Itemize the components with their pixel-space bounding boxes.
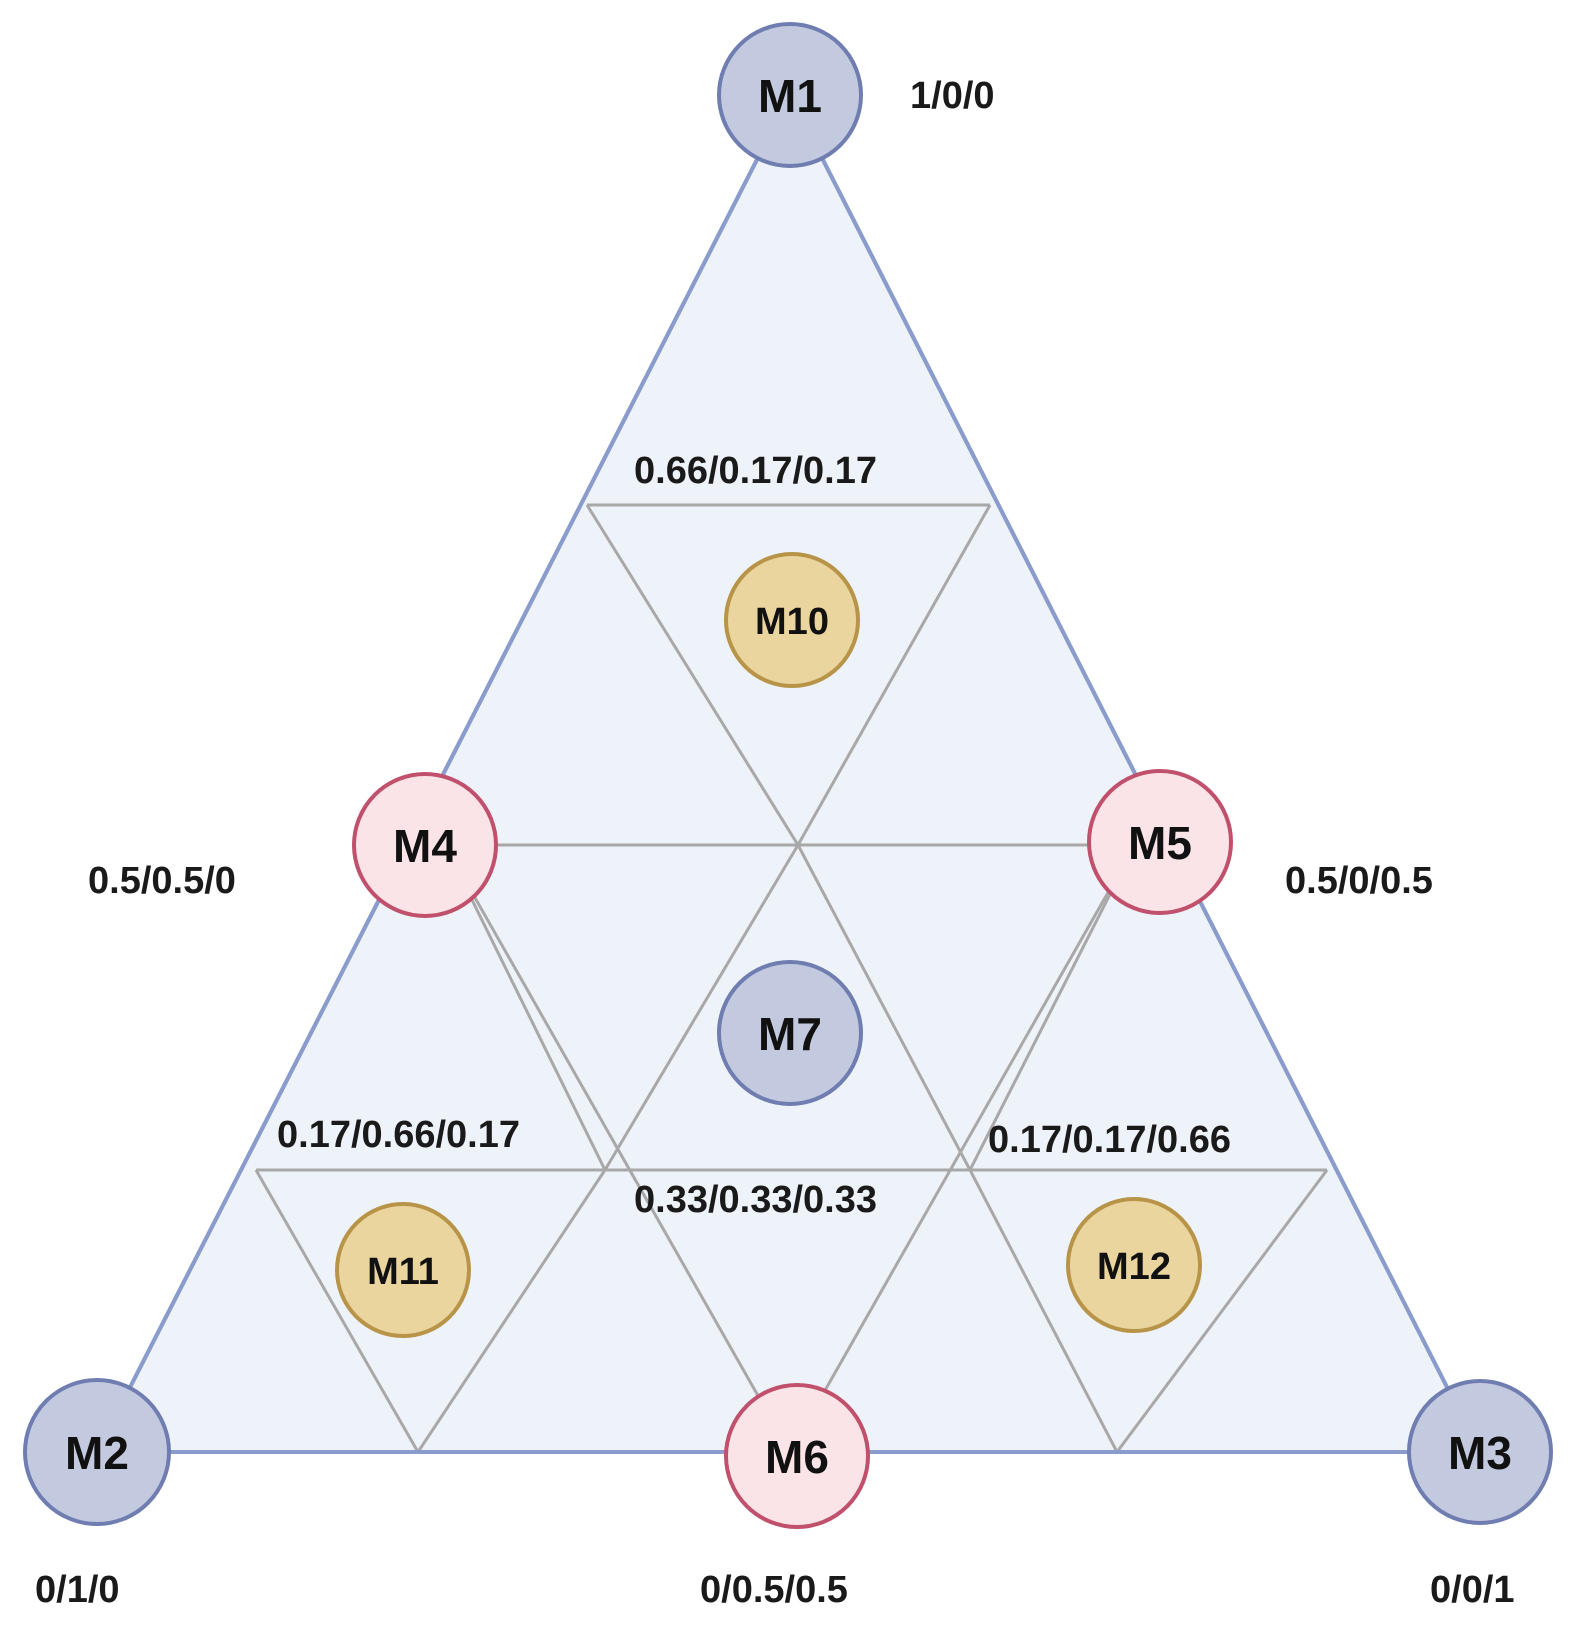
- node-m3-label: M3: [1448, 1427, 1512, 1479]
- node-m4-label: M4: [393, 820, 457, 872]
- grid-line-m5-diag: [788, 844, 1137, 1453]
- node-m7: M7: [717, 960, 863, 1106]
- node-m12: M12: [1066, 1197, 1202, 1333]
- coord-label-m6: 0/0.5/0.5: [700, 1569, 848, 1611]
- coord-label-m10: 0.66/0.17/0.17: [634, 450, 877, 492]
- coord-label-m7: 0.33/0.33/0.33: [634, 1179, 877, 1221]
- grid-line-center-right-up: [796, 844, 972, 1171]
- node-m10: M10: [724, 552, 860, 688]
- node-m2-label: M2: [65, 1427, 129, 1479]
- simplex-triangle: [95, 93, 1482, 1454]
- grid-line-left-lower-2: [254, 1169, 420, 1453]
- grid-line-top-left-diag: [585, 504, 800, 846]
- node-m2: M2: [23, 1378, 171, 1526]
- grid-line-m5-lower: [968, 844, 1137, 1171]
- coord-label-m11: 0.17/0.66/0.17: [277, 1114, 520, 1156]
- coord-label-m12: 0.17/0.17/0.66: [988, 1119, 1231, 1161]
- node-m2-circle: [23, 1378, 171, 1526]
- grid-line-right-lower-2: [1115, 1169, 1329, 1453]
- node-m4-circle: [352, 772, 498, 918]
- node-m10-circle: [724, 552, 860, 688]
- coord-label-m5: 0.5/0/0.5: [1285, 860, 1433, 902]
- node-m5: M5: [1087, 769, 1233, 915]
- node-m11-label: M11: [367, 1251, 439, 1293]
- grid-line-top-right-diag: [796, 504, 992, 846]
- node-m11: M11: [335, 1202, 471, 1338]
- node-m1: M1: [717, 22, 863, 168]
- grid-line-center-left-up: [603, 844, 800, 1171]
- node-m6: M6: [724, 1383, 870, 1529]
- node-m4: M4: [352, 772, 498, 918]
- coord-label-m1: 1/0/0: [910, 75, 995, 117]
- grid-line-right-lower-1: [968, 1169, 1119, 1453]
- grid-lines: [254, 503, 1329, 1453]
- node-m3: M3: [1407, 1379, 1553, 1525]
- node-m12-label: M12: [1097, 1246, 1171, 1288]
- node-m6-label: M6: [765, 1431, 829, 1483]
- coord-label-m4: 0.5/0.5/0: [88, 860, 236, 902]
- node-m1-label: M1: [758, 70, 822, 122]
- coord-label-m3: 0/0/1: [1430, 1569, 1515, 1611]
- node-m5-label: M5: [1128, 817, 1192, 869]
- grid-line-m4-diag: [443, 844, 792, 1453]
- node-m7-circle: [717, 960, 863, 1106]
- node-m7-label: M7: [758, 1008, 822, 1060]
- grid-line-left-lower-1: [416, 1169, 607, 1453]
- coord-label-m2: 0/1/0: [35, 1569, 120, 1611]
- node-m12-circle: [1066, 1197, 1202, 1333]
- node-m11-circle: [335, 1202, 471, 1338]
- node-m10-label: M10: [755, 601, 829, 643]
- node-m1-circle: [717, 22, 863, 168]
- node-m3-circle: [1407, 1379, 1553, 1525]
- node-m6-circle: [724, 1383, 870, 1529]
- node-m5-circle: [1087, 769, 1233, 915]
